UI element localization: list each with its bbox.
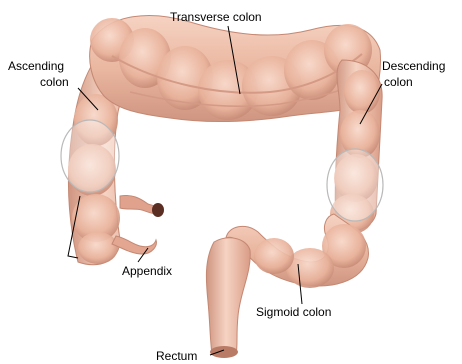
rectum-shape bbox=[206, 238, 250, 358]
label-sigmoid-colon: Sigmoid colon bbox=[256, 305, 331, 319]
label-descending-colon-line1: Descending bbox=[382, 59, 445, 73]
label-appendix: Appendix bbox=[122, 264, 172, 278]
label-ascending-colon-line2: colon bbox=[40, 75, 69, 89]
label-rectum: Rectum bbox=[156, 349, 197, 363]
descending-highlight-circle bbox=[327, 149, 383, 221]
label-transverse-colon: Transverse colon bbox=[170, 10, 262, 24]
appendix-shape bbox=[112, 195, 164, 254]
ascending-highlight-circle bbox=[61, 120, 119, 192]
label-ascending-colon-line1: Ascending bbox=[8, 59, 64, 73]
label-descending-colon-line2: colon bbox=[384, 75, 413, 89]
